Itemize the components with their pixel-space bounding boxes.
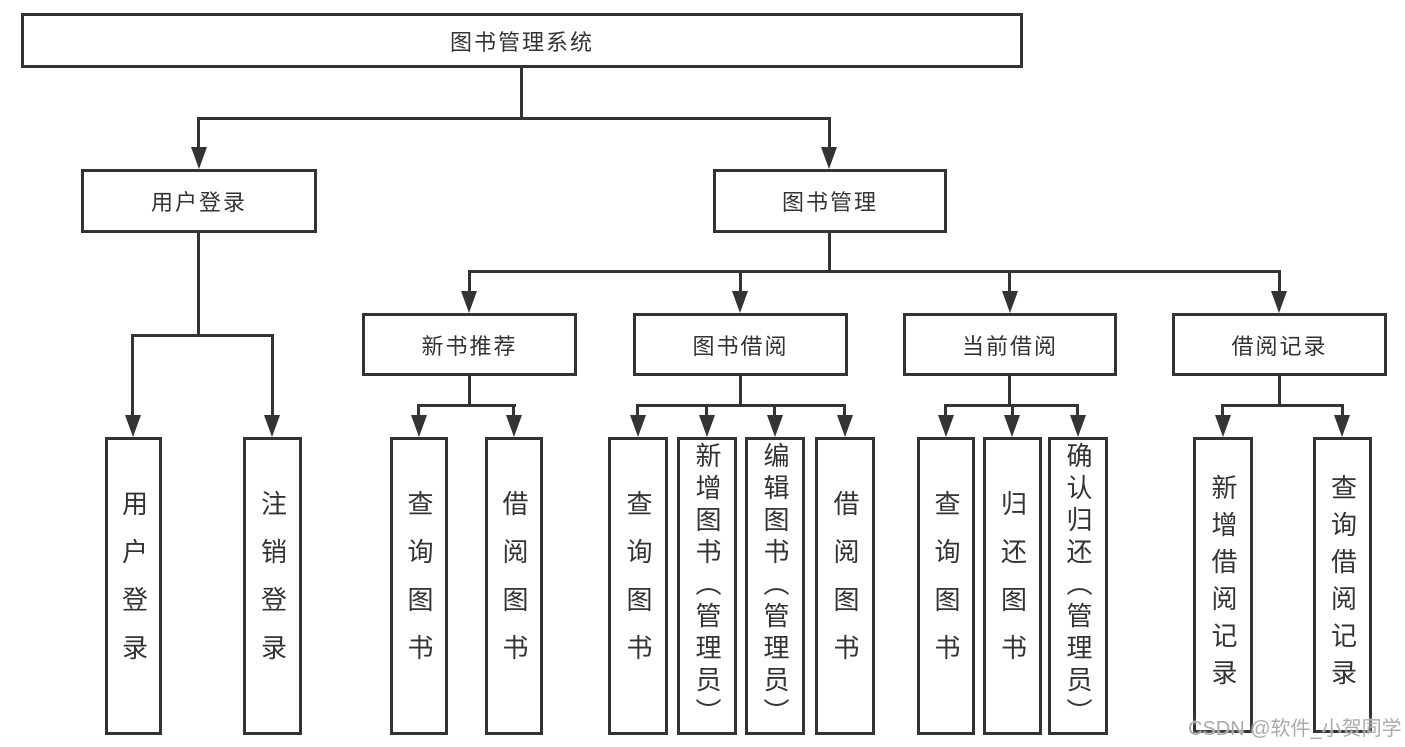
connector bbox=[520, 66, 523, 119]
connector bbox=[131, 334, 274, 337]
arrowhead bbox=[125, 415, 141, 437]
leaf-borrow-books: 借阅图书 bbox=[815, 437, 875, 735]
connector bbox=[1221, 404, 1224, 418]
leaf-add-borrow-record: 新增借阅记录 bbox=[1193, 437, 1253, 733]
connector bbox=[843, 404, 846, 418]
node-book-borrowing: 图书借阅 bbox=[633, 313, 848, 376]
connector bbox=[1008, 376, 1011, 407]
connector bbox=[828, 233, 831, 273]
connector bbox=[705, 404, 708, 418]
connector bbox=[739, 376, 742, 407]
arrowhead bbox=[264, 415, 280, 437]
connector bbox=[417, 404, 516, 407]
node-book-management: 图书管理 bbox=[713, 169, 947, 233]
arrowhead bbox=[821, 147, 837, 169]
arrowhead bbox=[411, 415, 427, 437]
connector bbox=[773, 404, 776, 418]
connector bbox=[271, 334, 274, 416]
arrowhead bbox=[767, 415, 783, 437]
csdn-watermark: CSDN @软件_小贺同学 bbox=[1188, 718, 1402, 740]
leaf-query-books-borrowing: 查询图书 bbox=[608, 437, 668, 735]
leaf-add-books-admin: 新增图书（管理员） bbox=[677, 437, 737, 735]
connector bbox=[944, 404, 947, 418]
connector bbox=[1278, 376, 1281, 407]
leaf-borrow-books-recommend: 借阅图书 bbox=[485, 437, 543, 735]
leaf-query-books-recommend: 查询图书 bbox=[390, 437, 448, 735]
connector bbox=[468, 270, 1281, 273]
arrowhead bbox=[1271, 291, 1287, 313]
connector bbox=[131, 334, 134, 416]
connector bbox=[197, 233, 200, 336]
arrowhead bbox=[461, 291, 477, 313]
connector bbox=[636, 404, 846, 407]
connector bbox=[417, 404, 420, 418]
connector bbox=[197, 117, 200, 149]
connector bbox=[636, 404, 639, 418]
arrowhead bbox=[732, 291, 748, 313]
arrowhead bbox=[938, 415, 954, 437]
node-borrow-records: 借阅记录 bbox=[1172, 313, 1387, 376]
arrowhead bbox=[191, 147, 207, 169]
node-user-login: 用户登录 bbox=[81, 169, 317, 233]
leaf-query-books-current: 查询图书 bbox=[917, 437, 975, 735]
arrowhead bbox=[1215, 415, 1231, 437]
leaf-edit-books-admin: 编辑图书（管理员） bbox=[745, 437, 805, 735]
arrowhead bbox=[1002, 291, 1018, 313]
connector bbox=[739, 270, 742, 293]
connector bbox=[1076, 404, 1079, 418]
leaf-confirm-return-admin: 确认归还（管理员） bbox=[1048, 437, 1108, 735]
arrowhead bbox=[506, 415, 522, 437]
arrowhead bbox=[1070, 415, 1086, 437]
connector bbox=[828, 117, 831, 149]
connector bbox=[1011, 404, 1014, 418]
connector bbox=[197, 117, 831, 120]
arrowhead bbox=[1334, 415, 1350, 437]
connector bbox=[1008, 270, 1011, 293]
arrowhead bbox=[837, 415, 853, 437]
leaf-logout: 注销登录 bbox=[243, 437, 302, 735]
leaf-query-borrow-record: 查询借阅记录 bbox=[1313, 437, 1372, 733]
root-node-library-system: 图书管理系统 bbox=[21, 13, 1023, 68]
connector bbox=[468, 270, 471, 293]
arrowhead bbox=[630, 415, 646, 437]
connector bbox=[1341, 404, 1344, 418]
connector bbox=[1278, 270, 1281, 293]
leaf-return-books: 归还图书 bbox=[983, 437, 1042, 735]
connector bbox=[512, 404, 515, 418]
node-current-borrowing: 当前借阅 bbox=[903, 313, 1117, 376]
arrowhead bbox=[699, 415, 715, 437]
node-new-book-recommend: 新书推荐 bbox=[362, 313, 577, 376]
connector bbox=[1221, 404, 1343, 407]
connector bbox=[468, 376, 471, 407]
leaf-user-login: 用户登录 bbox=[105, 437, 162, 735]
arrowhead bbox=[1004, 415, 1020, 437]
